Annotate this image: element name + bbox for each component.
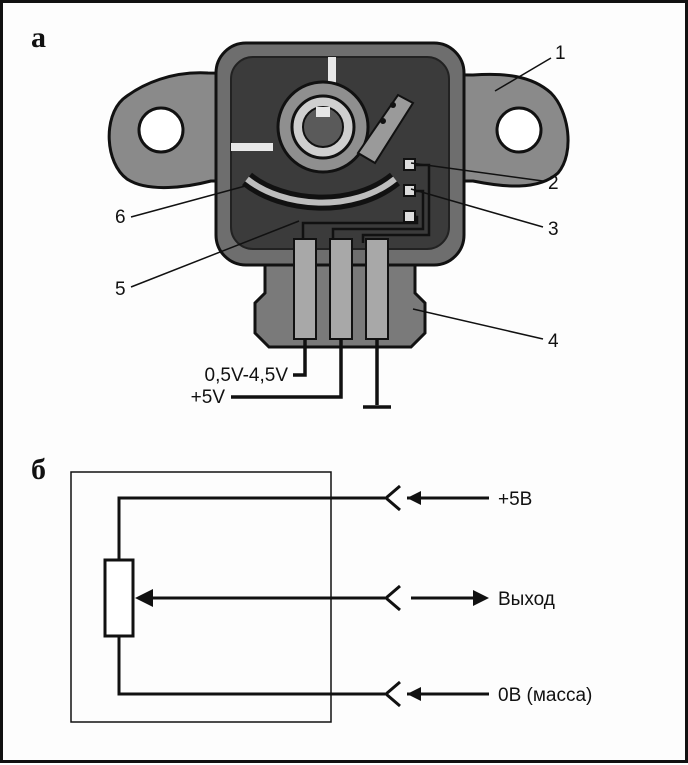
pin-output: [293, 238, 317, 340]
sensor-drawing: [107, 41, 570, 409]
supply-arrowhead: [407, 491, 421, 505]
supply-signal-label: +5В: [498, 489, 532, 510]
wire-output: [293, 339, 307, 377]
output-signal-label: Выход: [498, 589, 555, 610]
potentiometer: [103, 558, 135, 638]
wiper-arrowhead: [135, 589, 153, 607]
callout-6: 6: [115, 207, 126, 228]
schematic: [70, 471, 489, 723]
output-voltage-label: 0,5V-4,5V: [205, 365, 289, 386]
shaft-key: [316, 107, 330, 117]
panel-a-letter: а: [31, 21, 46, 54]
callout-5: 5: [115, 279, 126, 300]
output-connector-chevron: [383, 584, 401, 612]
wiper-arm: [356, 93, 415, 165]
output-arrowhead: [473, 590, 489, 606]
mount-hole-right: [495, 106, 543, 154]
wire-supply: [231, 339, 343, 399]
callout-4: 4: [548, 331, 559, 352]
callout-2: 2: [548, 173, 559, 194]
wiper-rivet-1: [390, 102, 396, 108]
figure-canvas: а: [31, 21, 592, 723]
pin-supply: [329, 238, 353, 340]
ground-signal-label: 0В (масса): [498, 685, 592, 706]
callout-3: 3: [548, 219, 559, 240]
terminal-3: [403, 210, 416, 223]
ground-connector-chevron: [383, 680, 401, 708]
supply-connector-chevron: [383, 484, 401, 512]
resistive-track-inner: [245, 176, 397, 206]
terminal-1: [403, 158, 416, 171]
supply-voltage-label: +5V: [191, 387, 226, 408]
terminal-2: [403, 184, 416, 197]
wire-ground: [363, 339, 391, 409]
ground-arrowhead: [407, 687, 421, 701]
pin-ground: [365, 238, 389, 340]
callout-1: 1: [555, 43, 566, 64]
wiper-rivet-2: [380, 118, 386, 124]
callout-leaders: [130, 57, 552, 340]
panel-b-letter: б: [31, 453, 46, 486]
supply-line: [117, 496, 385, 560]
mount-hole-left: [137, 106, 185, 154]
ground-line: [117, 636, 385, 696]
